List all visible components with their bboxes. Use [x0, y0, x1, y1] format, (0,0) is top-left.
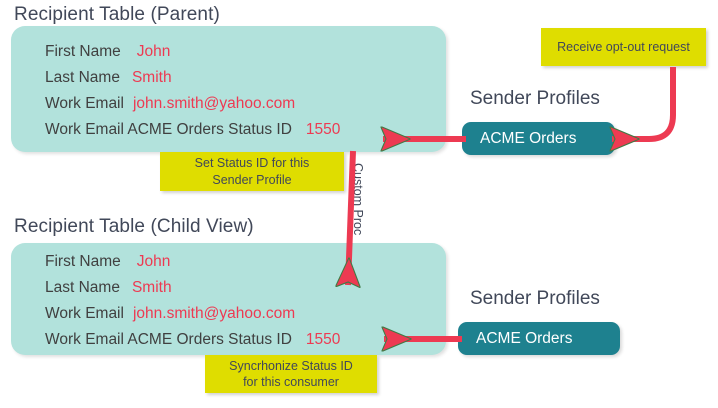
table-row: Last Name Smith: [45, 70, 172, 86]
child-table-title: Recipient Table (Child View): [14, 216, 254, 237]
sender-profiles-heading-bottom: Sender Profiles: [470, 288, 600, 309]
callout-synchronize-status-id: Syncrhonize Status ID for this consumer: [205, 355, 377, 393]
row-value: John: [136, 253, 171, 270]
pill-label: ACME Orders: [480, 129, 577, 147]
pill-label: ACME Orders: [476, 329, 573, 347]
custom-proc-label: Custom Proc: [351, 163, 365, 236]
callout-receive-opt-out-request: Receive opt-out request: [541, 28, 706, 66]
callout-line: Set Status ID for this: [194, 156, 310, 170]
row-label: First Name: [45, 253, 121, 270]
arrow-optout-to-sender-profile: [612, 67, 676, 139]
row-value: John: [136, 43, 171, 60]
sender-profile-pill-acme-orders-bottom[interactable]: ACME Orders: [458, 322, 620, 355]
table-row: First Name John: [45, 254, 170, 270]
row-label: First Name: [45, 43, 121, 60]
table-row: Last Name Smith: [45, 280, 172, 296]
row-value: 1550: [305, 121, 341, 138]
row-label: Work Email: [45, 95, 124, 112]
row-value: john.smith@yahoo.com: [132, 305, 296, 322]
table-row: Work Email john.smith@yahoo.com: [45, 96, 295, 112]
row-value: john.smith@yahoo.com: [132, 95, 296, 112]
row-value: Smith: [131, 69, 172, 86]
callout-line: Receive opt-out request: [557, 39, 690, 54]
table-row: Work Email john.smith@yahoo.com: [45, 306, 295, 322]
callout-line: Sender Profile: [212, 172, 292, 187]
callout-set-status-id: Set Status ID for this Sender Profile: [160, 152, 344, 191]
row-label: Last Name: [45, 279, 120, 296]
callout-line: for this consumer: [243, 375, 339, 389]
table-row: Work Email ACME Orders Status ID 1550: [45, 122, 340, 138]
table-row: First Name John: [45, 44, 170, 60]
row-value: Smith: [131, 279, 172, 296]
table-row: Work Email ACME Orders Status ID 1550: [45, 332, 340, 348]
child-recipient-table-panel: First Name John Last Name Smith Work Email…: [11, 243, 446, 355]
row-value: 1550: [305, 331, 341, 348]
row-label: Work Email: [45, 305, 124, 322]
parent-table-title: Recipient Table (Parent): [14, 4, 220, 25]
row-label: Last Name: [45, 69, 120, 86]
sender-profile-pill-acme-orders-top[interactable]: ACME Orders: [462, 122, 615, 155]
row-label: Work Email ACME Orders Status ID: [45, 331, 292, 348]
sender-profiles-heading-top: Sender Profiles: [470, 88, 600, 109]
parent-recipient-table-panel: First Name John Last Name Smith Work Email…: [11, 26, 446, 152]
callout-line: Syncrhonize Status ID: [229, 358, 353, 373]
row-label: Work Email ACME Orders Status ID: [45, 121, 292, 138]
